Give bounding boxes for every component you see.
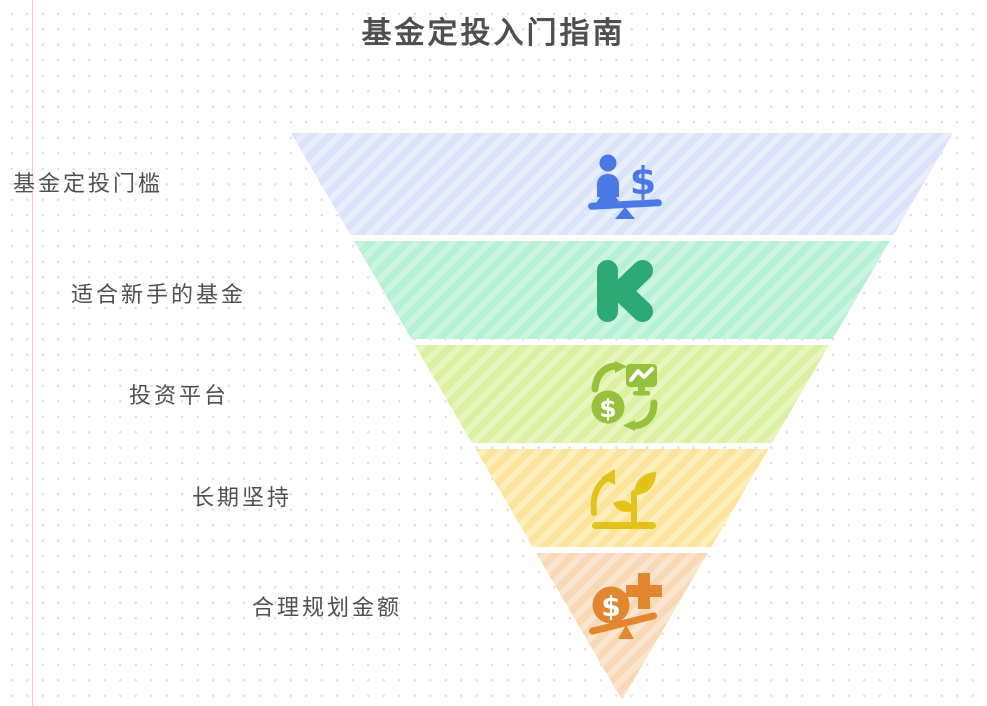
funnel-diagram: $ $ (291, 133, 953, 700)
sprout-growth-icon (590, 469, 660, 533)
funnel-level-4-band (475, 449, 769, 547)
level-label-5: 合理规划金额 (252, 595, 403, 620)
money-exchange-icon: $ (590, 361, 660, 431)
level-label-2: 适合新手的基金 (71, 282, 247, 307)
funnel-level-3-band (414, 345, 830, 443)
svg-text:$: $ (601, 590, 620, 623)
level-label-1: 基金定投门槛 (13, 171, 164, 196)
letter-k-icon (596, 259, 654, 323)
svg-text:$: $ (599, 394, 616, 423)
level-label-4: 长期坚持 (192, 485, 293, 510)
person-dollar-balance-icon: $ (587, 153, 663, 219)
level-label-3: 投资平台 (129, 383, 230, 408)
svg-text:$: $ (630, 159, 656, 203)
page-title: 基金定投入门指南 (361, 17, 626, 50)
coin-plus-balance-icon: $ (588, 571, 662, 641)
notebook-margin-line (32, 0, 33, 706)
